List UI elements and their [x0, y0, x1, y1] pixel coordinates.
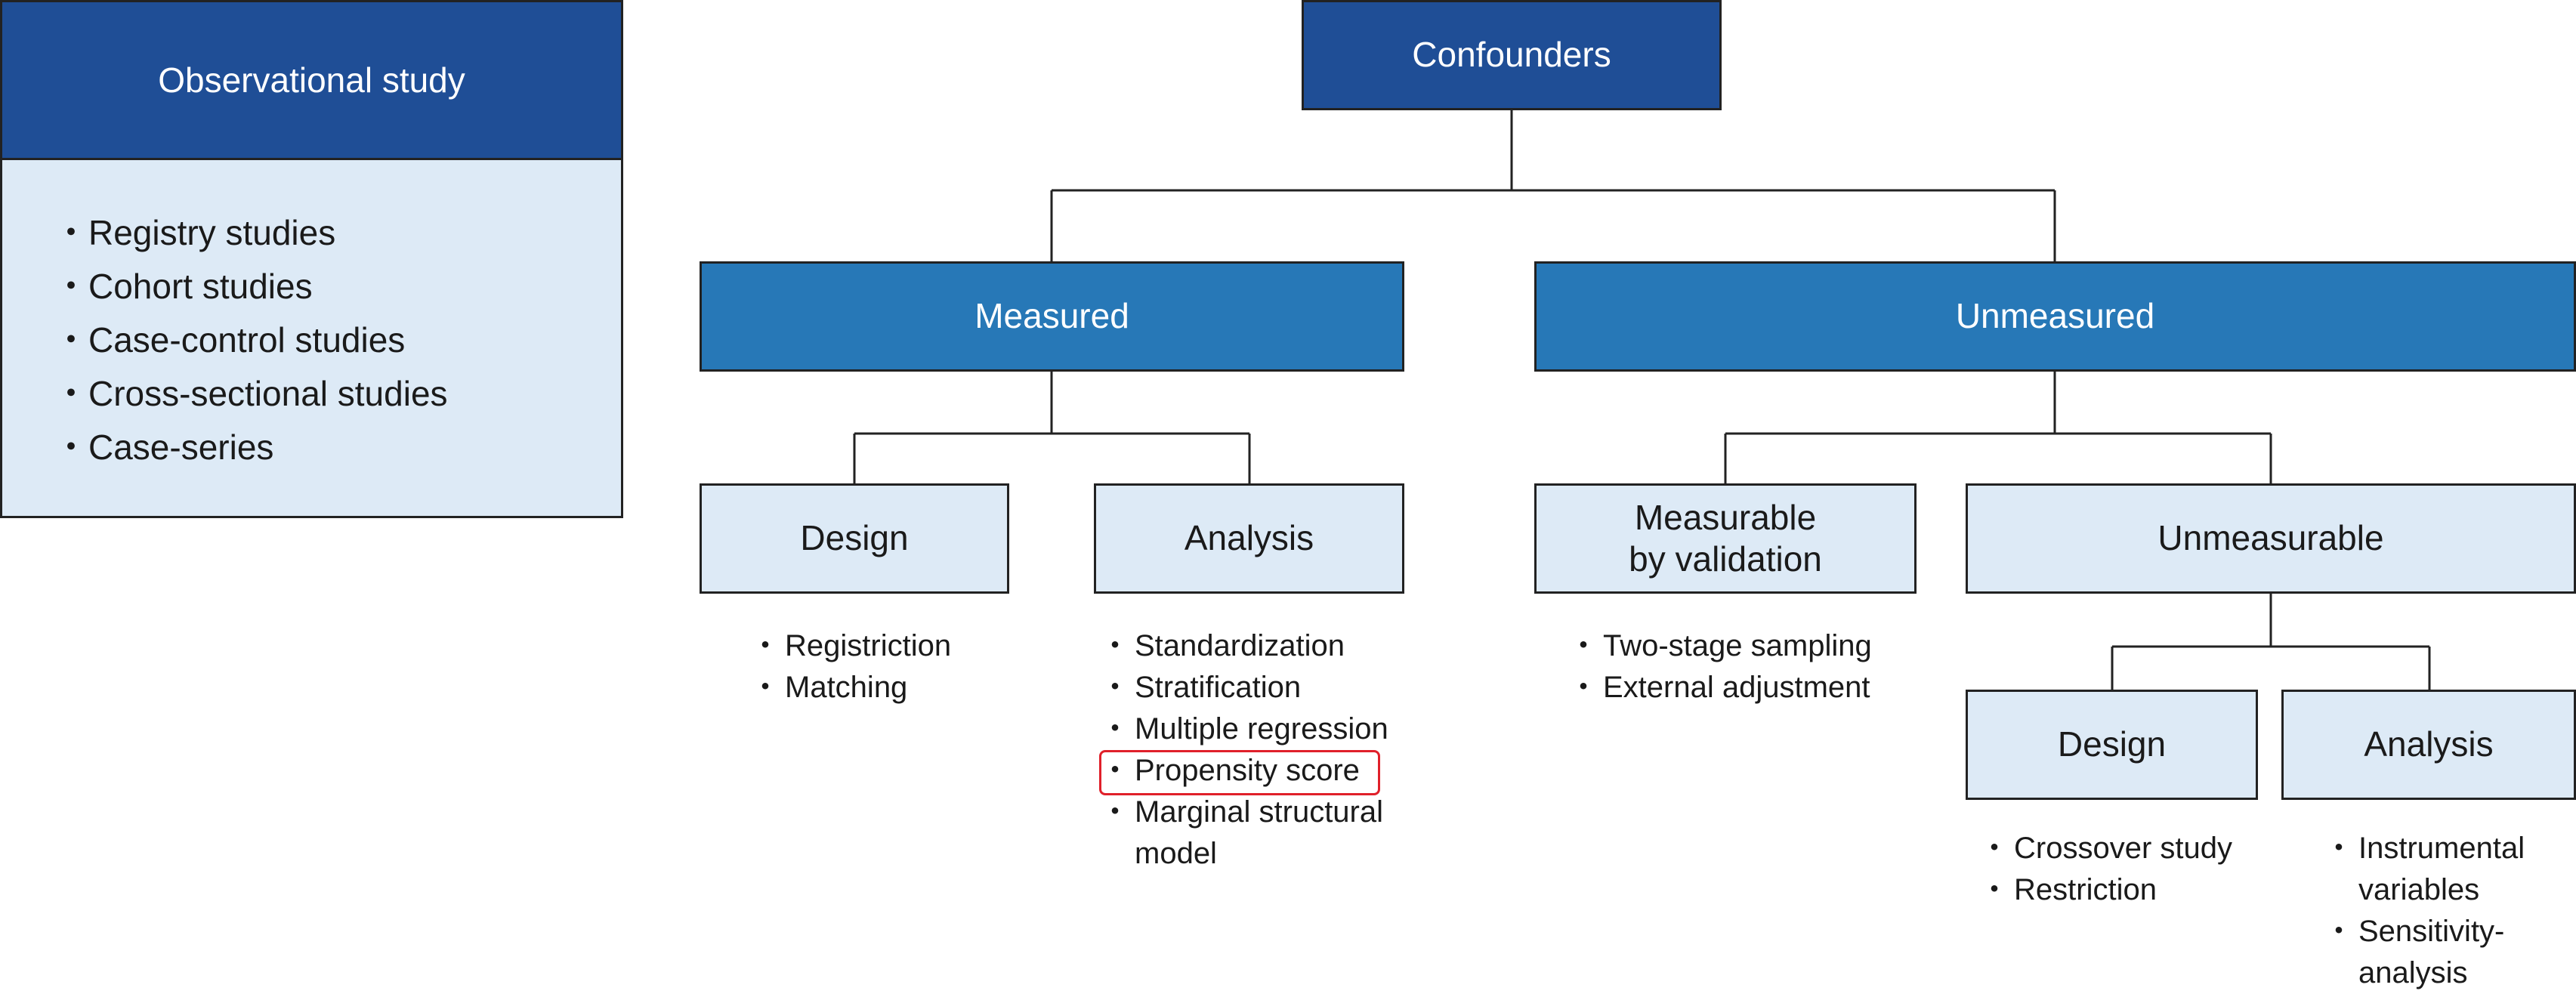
unmeasurable-node: Unmeasurable: [1966, 483, 2576, 594]
observational-study-title: Observational study: [2, 2, 621, 160]
observational-study-list: Registry studies Cohort studies Case-con…: [54, 206, 448, 474]
measured-node: Measured: [700, 261, 1404, 372]
list-item: Cohort studies: [54, 260, 448, 313]
list-item: Instrumental variables: [2324, 828, 2555, 911]
list-item: Matching: [750, 667, 951, 708]
measured-design-list: Registriction Matching: [750, 625, 951, 708]
unmeasurable-analysis-list: Instrumental variables Sensitivity-analy…: [2324, 828, 2558, 994]
list-item: Propensity score: [1100, 750, 1425, 792]
list-item: External adjustment: [1568, 667, 1872, 708]
observational-study-panel: Observational study Registry studies Coh…: [0, 0, 623, 518]
measurable-by-validation-node: Measurable by validation: [1534, 483, 1917, 594]
list-item: Case-control studies: [54, 313, 448, 367]
list-item: Sensitivity-analysis: [2324, 911, 2532, 994]
unmeasurable-design-list: Crossover study Restriction: [1979, 828, 2232, 911]
validation-list: Two-stage sampling External adjustment: [1568, 625, 1872, 708]
list-item: Restriction: [1979, 869, 2232, 911]
list-item: Standardization: [1100, 625, 1425, 667]
list-item: Registriction: [750, 625, 951, 667]
list-item: Multiple regression: [1100, 708, 1425, 750]
connector-unmeasured: [1724, 370, 2272, 485]
measured-analysis-node: Analysis: [1094, 483, 1404, 594]
connector-root: [1050, 110, 2056, 263]
measured-analysis-list: Standardization Stratification Multiple …: [1100, 625, 1425, 875]
unmeasurable-analysis-node: Analysis: [2281, 690, 2576, 800]
list-item: Case-series: [54, 421, 448, 474]
list-item: Two-stage sampling: [1568, 625, 1872, 667]
connector-unmeasurable: [2111, 593, 2431, 691]
unmeasurable-design-node: Design: [1966, 690, 2258, 800]
list-item: Stratification: [1100, 667, 1425, 708]
propensity-score-highlight: [1099, 750, 1380, 795]
confounders-node: Confounders: [1302, 0, 1722, 110]
list-item: Cross-sectional studies: [54, 367, 448, 421]
measured-design-node: Design: [700, 483, 1009, 594]
list-item: Registry studies: [54, 206, 448, 260]
list-item: Crossover study: [1979, 828, 2232, 869]
connector-measured: [853, 370, 1251, 485]
list-item: Marginal structural model: [1100, 792, 1407, 875]
unmeasured-node: Unmeasured: [1534, 261, 2576, 372]
